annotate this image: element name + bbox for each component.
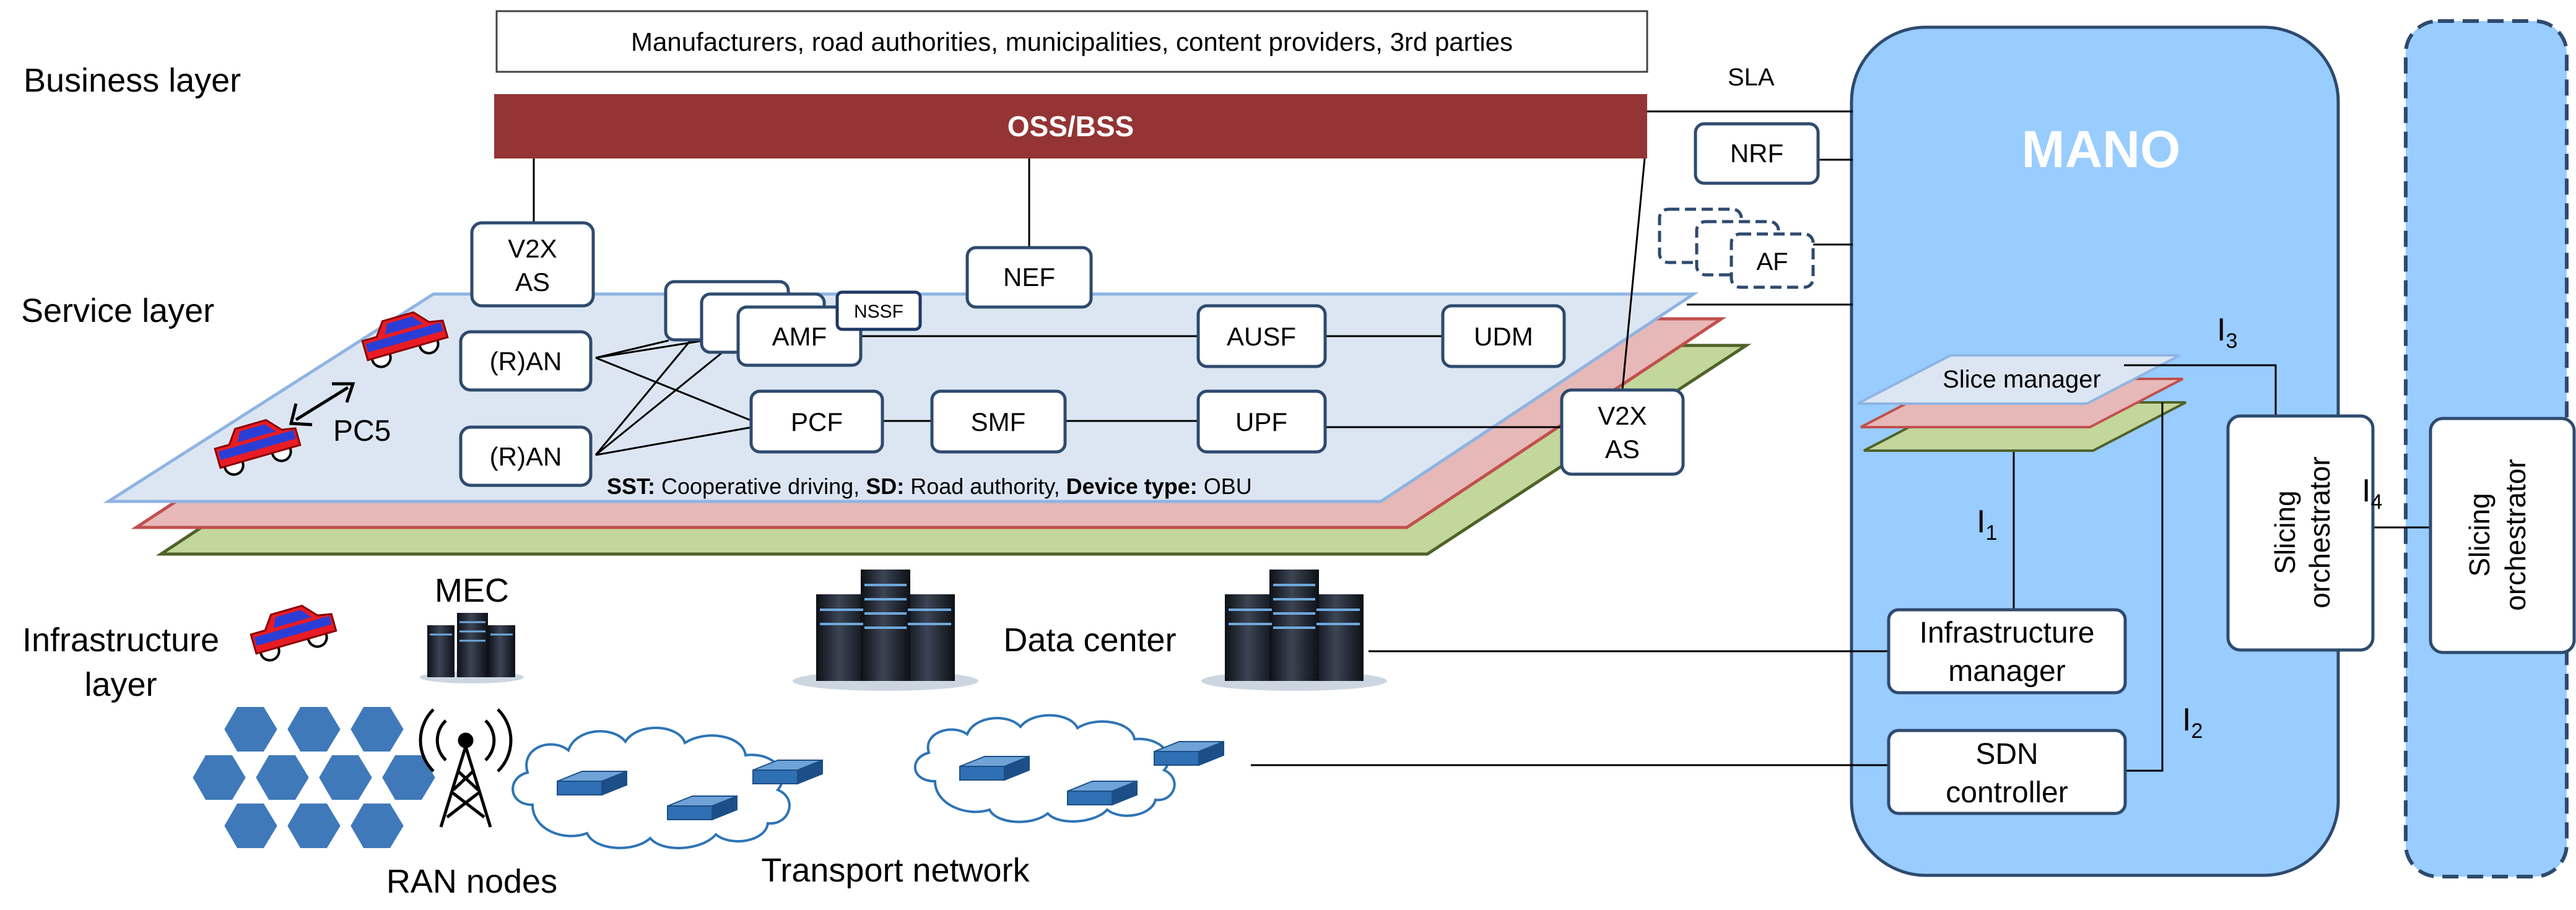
transport-cloud-right [913, 714, 1176, 823]
upf-box: UPF [1196, 389, 1327, 454]
data-center-server-icon [793, 570, 978, 691]
svg-text:orchestrator: orchestrator [2499, 459, 2531, 610]
svg-text:(R)AN: (R)AN [490, 347, 562, 376]
ran-top: (R)AN [459, 330, 593, 392]
oss-bss-label: OSS/BSS [1007, 110, 1134, 142]
nrf-box: NRF [1694, 122, 1820, 185]
stakeholders-text: Manufacturers, road authorities, municip… [631, 27, 1513, 56]
data-center-server-icon [1201, 570, 1387, 691]
svg-text:(R)AN: (R)AN [490, 442, 562, 471]
car-icon [214, 418, 302, 476]
data-center-label: Data center [1003, 622, 1176, 659]
pc5-label: PC5 [333, 415, 391, 448]
ran-nodes-label: RAN nodes [386, 863, 557, 900]
svg-text:NSSF: NSSF [854, 301, 903, 322]
slicing-orchestrator-mano: Slicing orchestrator [2226, 414, 2375, 652]
sst-label: SST: [607, 474, 655, 499]
ran-bottom: (R)AN [459, 425, 593, 487]
car-icon [361, 311, 449, 368]
udm-box: UDM [1441, 304, 1566, 368]
amf-box: AMF [736, 305, 863, 367]
sst-value: Cooperative driving, [655, 474, 866, 499]
mec-label: MEC [435, 572, 509, 609]
interface-i4-label: I4 [2362, 473, 2382, 514]
svg-text:AMF: AMF [772, 322, 827, 351]
nssf-box: NSSF [835, 290, 922, 331]
ausf-box: AUSF [1196, 304, 1327, 368]
mec-server-icon [420, 613, 524, 683]
device-type-label: Device type: [1066, 474, 1198, 499]
svg-text:AF: AF [1756, 248, 1788, 275]
interface-i1-label: I1 [1977, 504, 1997, 545]
oss-bss-bar [494, 94, 1647, 158]
stakeholders-box [495, 10, 1648, 73]
slice-manager-label: Slice manager [1943, 366, 2101, 393]
mano-title: MANO [2022, 120, 2181, 178]
svg-text:V2X: V2X [1598, 401, 1647, 430]
network-switch-icons [557, 740, 1224, 821]
slicing-orchestrator-external: Slicing orchestrator [2429, 417, 2576, 654]
service-layer-label: Service layer [21, 292, 214, 329]
slice-manager-plane-blue [1857, 354, 2180, 405]
svg-text:UPF: UPF [1235, 407, 1287, 436]
pc5-arrow [289, 382, 355, 427]
sla-label: SLA [1728, 64, 1775, 91]
v2x-as-top: V2X AS [470, 221, 595, 308]
svg-text:NRF: NRF [1730, 139, 1783, 168]
slice-info-text: SST: Cooperative driving, SD: Road autho… [607, 474, 1252, 499]
ran-hex-cells [189, 704, 438, 851]
svg-text:V2X: V2X [508, 234, 557, 263]
svg-text:Slicing: Slicing [2269, 490, 2301, 574]
infrastructure-manager-box: Infrastructure manager [1887, 608, 2127, 695]
device-type-value: OBU [1198, 474, 1252, 499]
infrastructure-layer-label-2: layer [84, 666, 157, 703]
svg-text:manager: manager [1948, 655, 2065, 688]
svg-text:UDM: UDM [1474, 322, 1533, 351]
svg-text:SMF: SMF [971, 407, 1026, 436]
interface-i2-label: I2 [2182, 702, 2203, 743]
antenna-tower-icon [419, 708, 513, 828]
svg-text:PCF: PCF [791, 407, 843, 436]
svg-text:SDN: SDN [1975, 738, 2038, 771]
interface-i3-label: I3 [2217, 312, 2237, 353]
svg-text:Infrastructure: Infrastructure [1920, 617, 2095, 649]
svg-text:Slicing: Slicing [2463, 493, 2496, 577]
sd-label: SD: [866, 474, 904, 499]
smf-box: SMF [930, 389, 1067, 454]
nef-box: NEF [965, 246, 1093, 309]
svg-text:controller: controller [1946, 776, 2068, 809]
svg-text:NEF: NEF [1003, 262, 1055, 292]
v2x-as-bottom: V2X AS [1560, 388, 1685, 476]
af-box: AF [1730, 232, 1815, 289]
pcf-box: PCF [749, 389, 884, 454]
sdn-controller-box: SDN controller [1887, 729, 2127, 815]
svg-text:AS: AS [1605, 435, 1640, 464]
business-layer-label: Business layer [24, 62, 241, 99]
svg-text:orchestrator: orchestrator [2304, 456, 2336, 608]
infrastructure-layer-label: Infrastructure [22, 622, 219, 659]
mano-internal-links [2012, 364, 2430, 772]
sd-value: Road authority, [904, 474, 1066, 499]
transport-cloud-left [511, 726, 791, 849]
svg-text:AS: AS [515, 267, 550, 297]
transport-network-label: Transport network [761, 852, 1030, 889]
car-icon [250, 604, 337, 662]
svg-text:AUSF: AUSF [1227, 322, 1296, 351]
